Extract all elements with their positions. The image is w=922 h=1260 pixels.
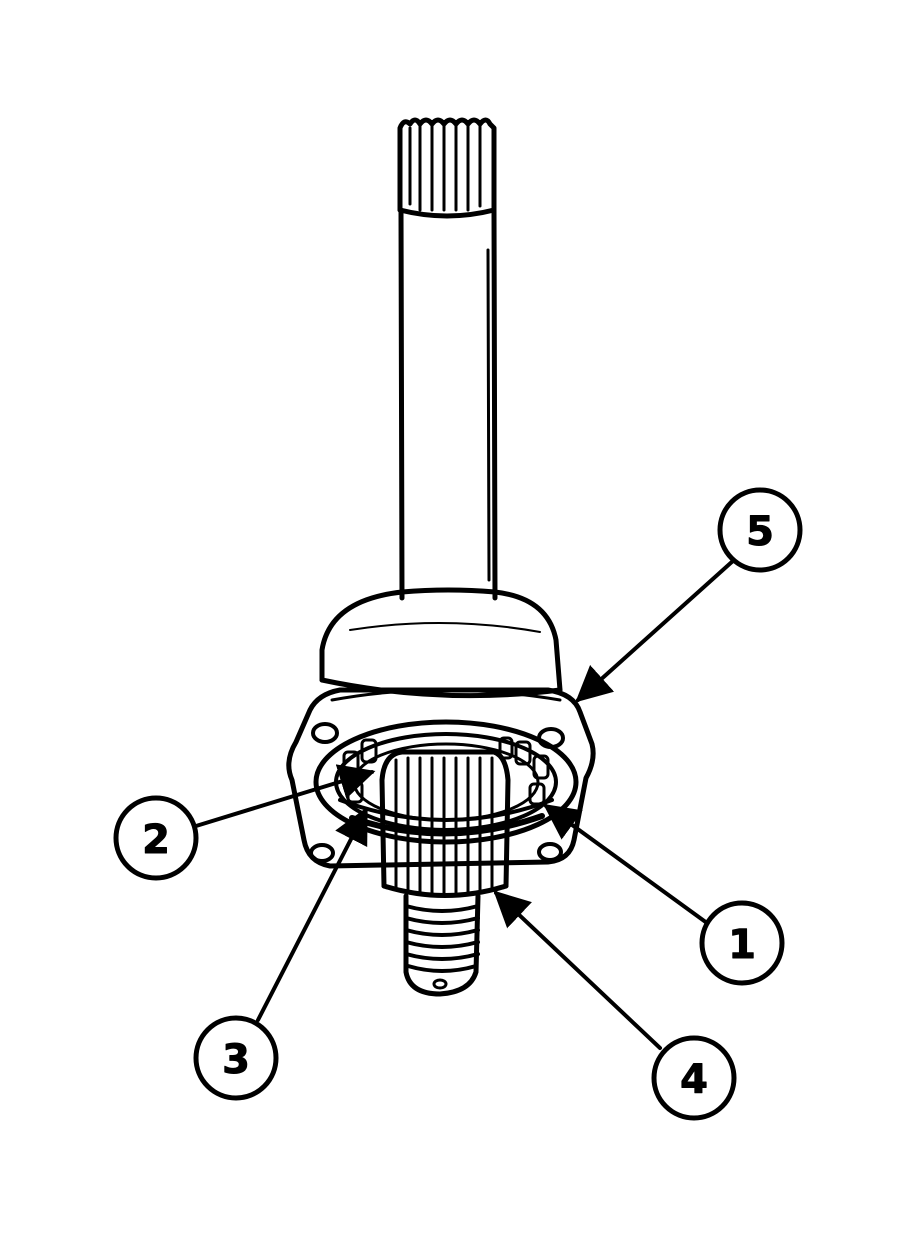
upper-spline <box>397 117 497 219</box>
threaded-end <box>403 893 481 997</box>
retaining-ring <box>349 813 545 837</box>
callout-2: 2 <box>113 795 199 881</box>
shaft-left-edge <box>398 207 405 601</box>
retainer-flange <box>286 687 596 869</box>
callout-4: 4 <box>651 1035 737 1121</box>
callout-5-label: 5 <box>746 509 774 555</box>
bolt-hole <box>309 843 335 863</box>
leader-2 <box>194 764 376 828</box>
shaft-right-edge <box>491 207 498 601</box>
callout-1-label: 1 <box>728 922 756 968</box>
bolt-hole <box>537 842 563 862</box>
callout-1: 1 <box>699 900 785 986</box>
bearing-housing <box>319 587 563 699</box>
callout-3: 3 <box>193 1015 279 1101</box>
axle-shaft <box>397 117 498 601</box>
leader-1 <box>543 803 709 925</box>
callout-4-label: 4 <box>680 1057 708 1103</box>
lower-spline <box>379 749 511 898</box>
leader-lines <box>194 558 736 1050</box>
bolt-hole <box>311 722 339 744</box>
leader-5 <box>575 558 736 703</box>
callout-2-label: 2 <box>142 817 170 863</box>
wheel-bearing <box>313 719 579 845</box>
callout-3-label: 3 <box>222 1037 250 1083</box>
callout-5: 5 <box>717 487 803 573</box>
leader-4 <box>493 890 662 1050</box>
leader-3 <box>256 806 368 1022</box>
